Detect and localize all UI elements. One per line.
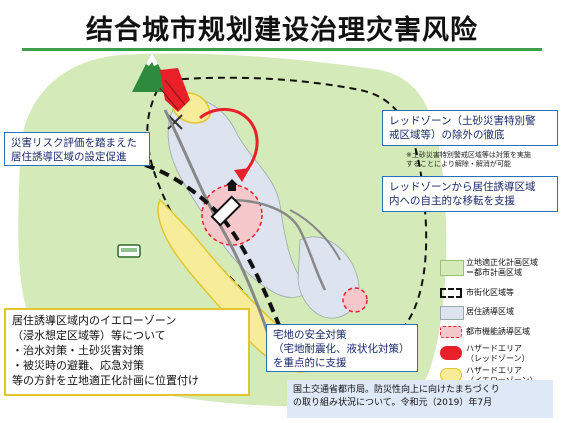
- urban-function-small: [342, 287, 368, 313]
- legend-label-hazard-red: ハザードエリア （レッドゾーン）: [466, 344, 530, 363]
- yellow-zone-bullet-2: ・被災時の避難、応急対策: [12, 359, 144, 372]
- yellow-zone-bullet-1: ・治水対策・土砂災害対策: [12, 344, 144, 357]
- page-title: 结合城市规划建设治理灾害风险: [86, 15, 478, 46]
- legend-label-urban-function: 都市機能誘導区域: [466, 327, 530, 336]
- relocation-arrowhead: [234, 168, 250, 182]
- risk-eval-line-2: 居住誘導区域の設定促進: [11, 151, 127, 163]
- red-zone-note: ※土砂災害特別警戒区域等は対策を実施 することにより解除・解消が可能: [406, 151, 558, 169]
- house-icon: [226, 179, 238, 191]
- title-underline: [22, 48, 542, 51]
- legend-swatch-urbanization: [440, 288, 462, 298]
- source-line-1: 国土交通省都市局。防災性向上に向けたまちづくり: [293, 385, 500, 395]
- housing-safety-line-3: を重点的に支援: [273, 357, 347, 369]
- red-zone-note-line-2: することにより解除・解消が可能: [406, 160, 511, 168]
- yellow-zone-heading-1: 居住誘導区域内のイエローゾーン: [12, 314, 177, 327]
- urban-function-area: [201, 184, 263, 246]
- housing-safety-callout: 宅地の安全対策 （宅地耐震化、液状化対策） を重点的に支援: [266, 324, 418, 372]
- legend-label-plan-area: 立地適正化計画区域 ＝都市計画区域: [466, 258, 538, 277]
- red-zone-area: [160, 68, 190, 112]
- mountain-snowcap: [146, 52, 158, 66]
- legend-swatch-hazard-red: [440, 346, 462, 360]
- yellow-zone-heading-2: （浸水想定区域等）等について: [12, 329, 166, 342]
- relocation-line-1: レッドゾーンから居住誘導区域: [389, 181, 536, 193]
- source-line-2: の取り組み状況について。令和元（2019）年7月: [293, 398, 493, 408]
- risk-evaluation-callout: 災害リスク評価を踏まえた 居住誘導区域の設定促進: [4, 132, 150, 166]
- yellow-zone-callout: 居住誘導区域内のイエローゾーン （浸水想定区域等）等について ・治水対策・土砂災…: [4, 308, 250, 396]
- legend-swatch-plan-area: [440, 260, 464, 276]
- relocation-line-2: 内への自主的な移転を支援: [389, 195, 515, 207]
- bus-windows: [121, 248, 137, 252]
- source-citation: 国土交通省都市局。防災性向上に向けたまちづくり の取り組み状況について。令和元（…: [287, 380, 553, 418]
- relocation-arrow: [199, 107, 259, 177]
- legend-label-residential: 居住誘導区域: [466, 307, 514, 316]
- road-branch: [229, 198, 327, 291]
- red-zone-exclusion-line-2: 戒区域等）の除外の徹底: [389, 129, 505, 141]
- relocation-callout: レッドゾーンから居住誘導区域 内への自主的な移転を支援: [382, 176, 558, 212]
- housing-safety-line-2: （宅地耐震化、液状化対策）: [273, 343, 410, 355]
- legend-swatch-urban-function: [440, 326, 462, 338]
- yellow-zone-footer: 等の方針を立地適正化計画に位置付け: [12, 374, 199, 387]
- station-icon: [210, 195, 242, 227]
- red-zone-exclusion-line-1: レッドゾーン（土砂災害特別警: [389, 115, 536, 127]
- red-zone-note-line-1: ※土砂災害特別警戒区域等は対策を実施: [406, 151, 531, 159]
- legend-swatch-residential: [440, 306, 464, 320]
- red-zone-exclusion-callout: レッドゾーン（土砂災害特別警 戒区域等）の除外の徹底: [382, 110, 558, 146]
- legend-label-urbanization: 市街化区域等: [466, 288, 514, 297]
- risk-eval-line-1: 災害リスク評価を踏まえた: [11, 137, 137, 149]
- road-east: [289, 209, 341, 261]
- housing-safety-line-1: 宅地の安全対策: [273, 329, 347, 341]
- red-zone-hatch: [159, 79, 186, 111]
- exclusion-x-mark: [167, 114, 183, 130]
